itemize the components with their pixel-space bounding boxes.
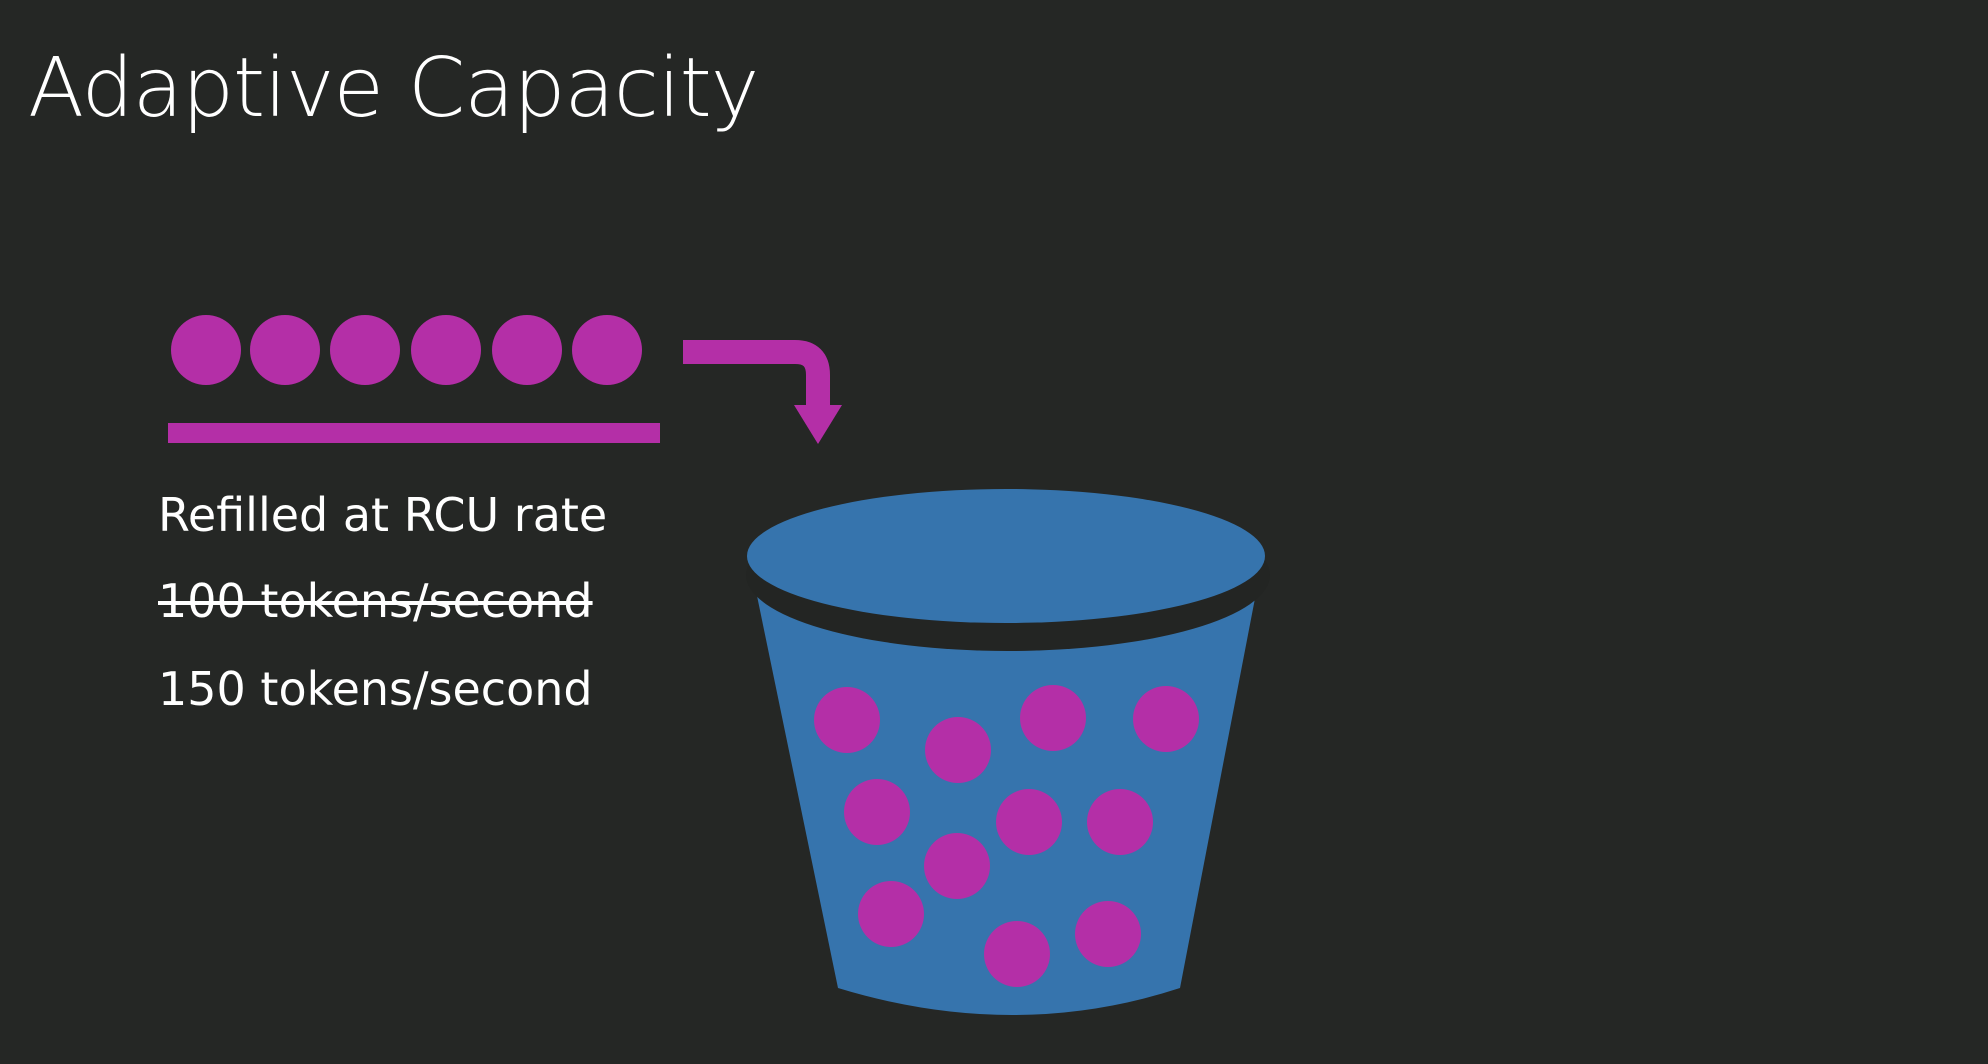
bucket-token: [1133, 686, 1199, 752]
token-underline-bar: [168, 423, 660, 443]
incoming-token: [250, 315, 320, 385]
incoming-token: [171, 315, 241, 385]
bucket-tokens: [814, 685, 1199, 987]
refill-rate-label: Refilled at RCU rate: [158, 488, 608, 542]
incoming-token: [411, 315, 481, 385]
bucket-token: [984, 921, 1050, 987]
bucket-top: [747, 489, 1265, 623]
slide-title: Adaptive Capacity: [28, 41, 759, 136]
bucket-token: [1087, 789, 1153, 855]
bucket-token: [1075, 901, 1141, 967]
new-rate-label: 150 tokens/second: [158, 662, 593, 716]
bucket-token: [925, 717, 991, 783]
incoming-token: [572, 315, 642, 385]
bucket-token: [844, 779, 910, 845]
bucket-token: [858, 881, 924, 947]
incoming-tokens: [171, 315, 642, 385]
incoming-token: [330, 315, 400, 385]
bucket-token: [924, 833, 990, 899]
incoming-token: [492, 315, 562, 385]
old-rate-label-struck: 100 tokens/second: [158, 574, 593, 628]
bucket-token: [814, 687, 880, 753]
bucket-token: [1020, 685, 1086, 751]
arrow-into-bucket: [683, 340, 842, 444]
bucket-token: [996, 789, 1062, 855]
